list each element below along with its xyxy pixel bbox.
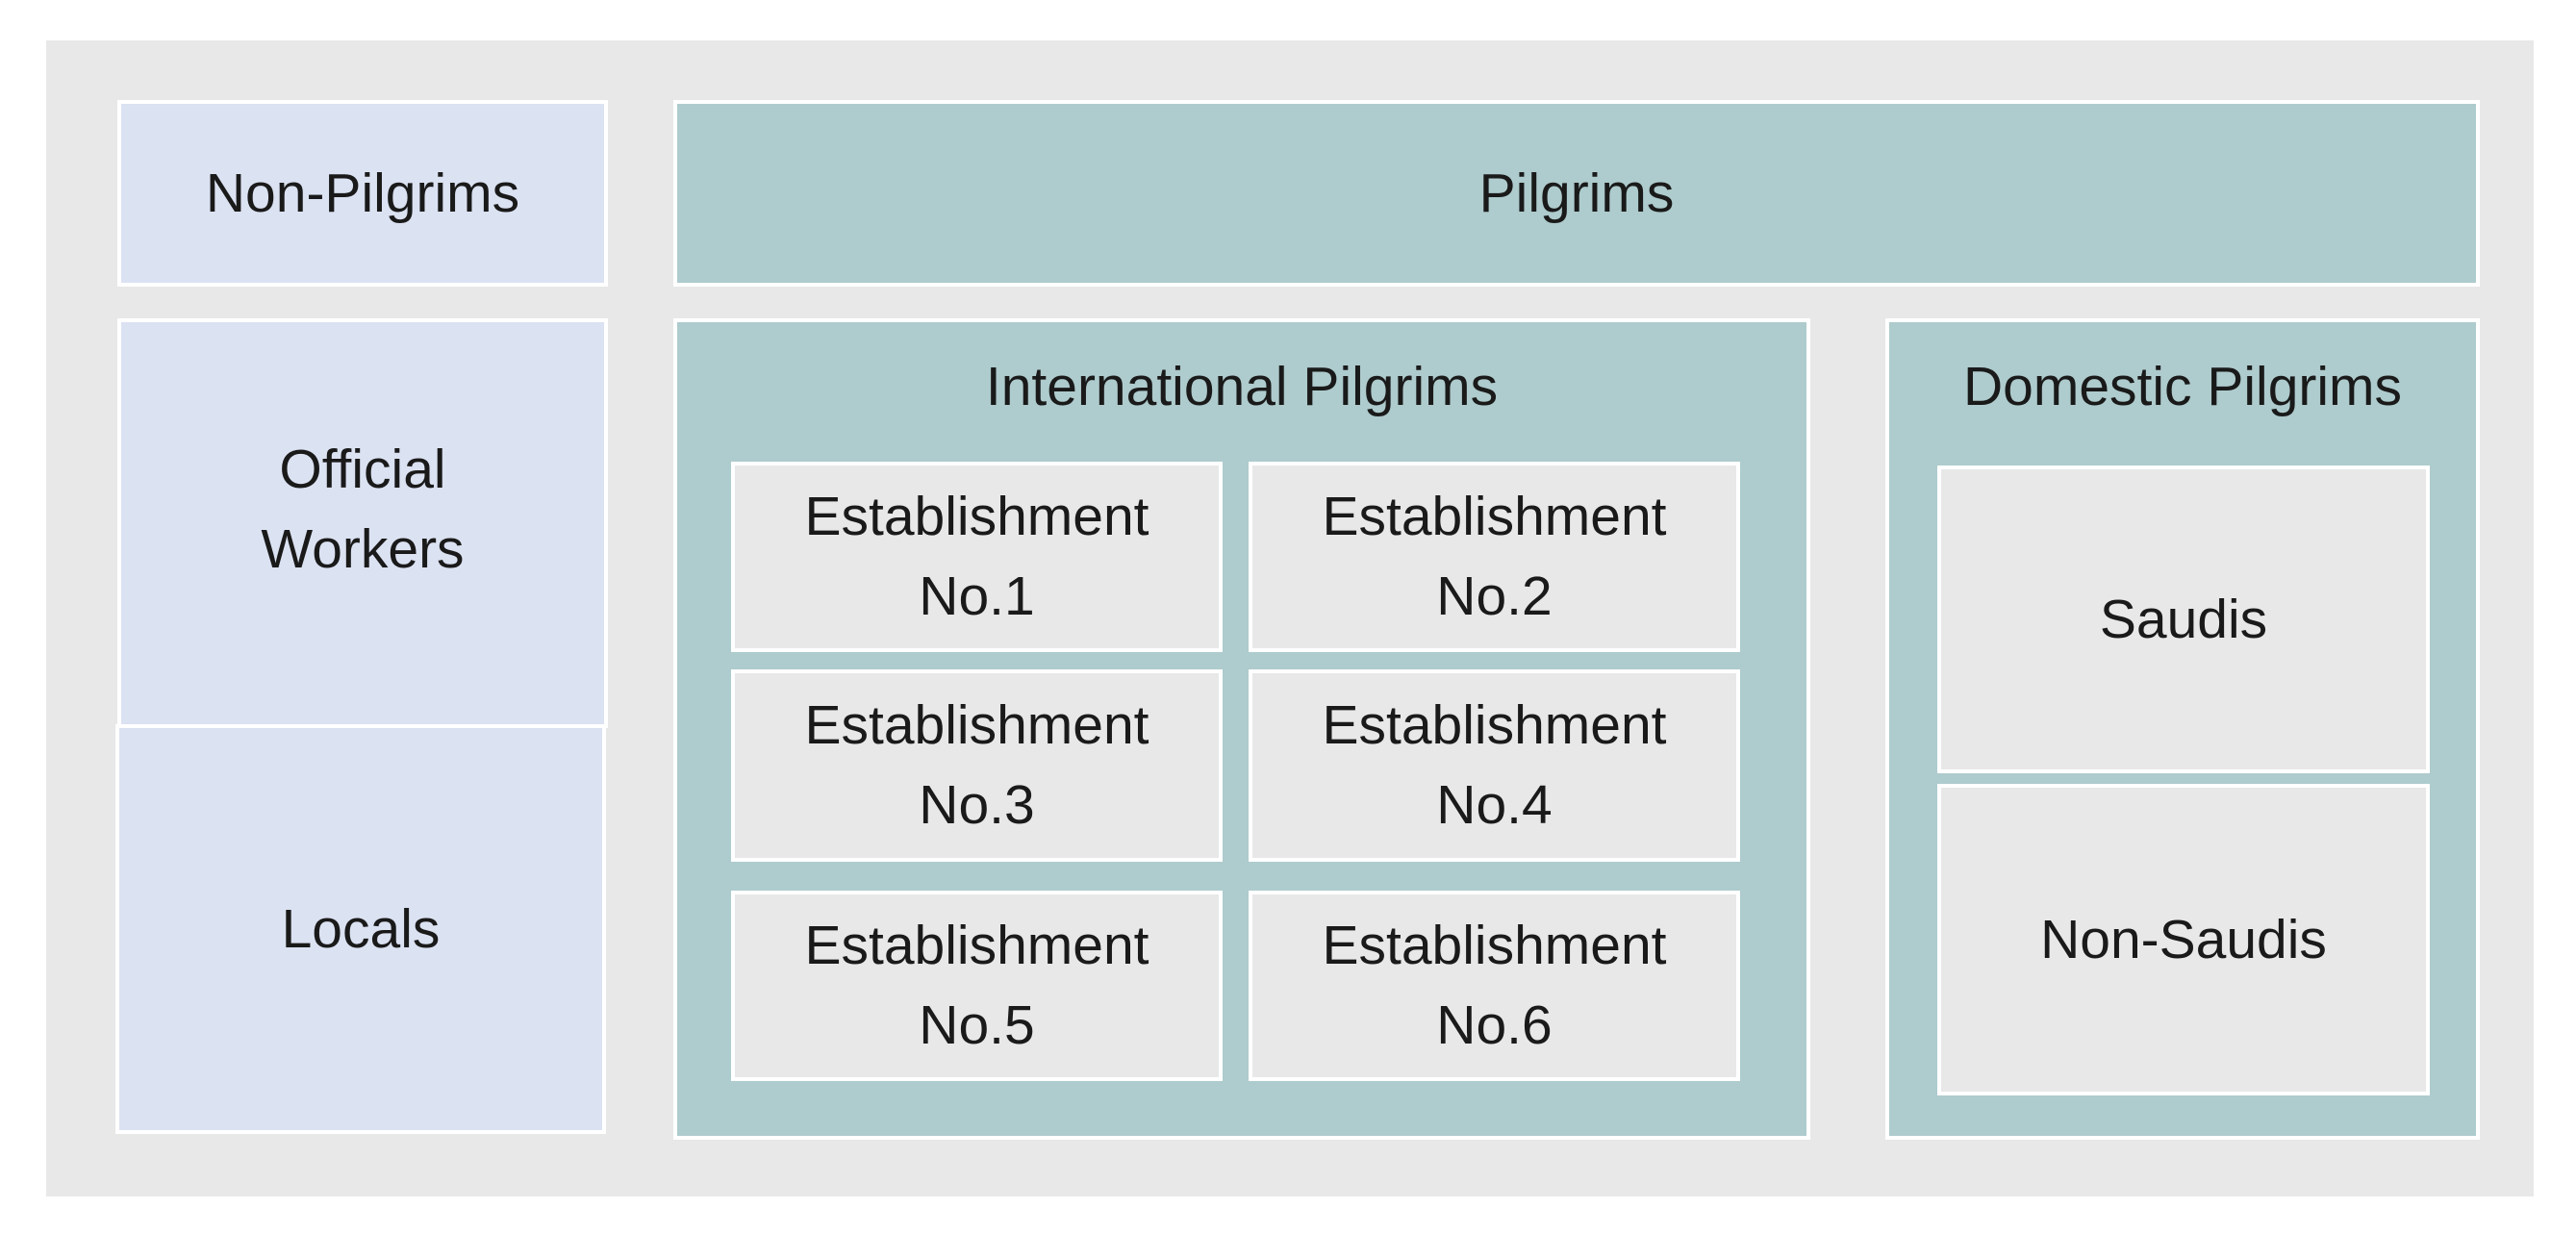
pilgrims-label: Pilgrims [1478,162,1675,224]
establishment-4-line-1: Establishment [1322,694,1667,757]
saudis-label: Saudis [2099,588,2268,650]
establishment-6-line-2: No.6 [1436,994,1553,1056]
saudis-box: Saudis [1937,466,2430,773]
establishment-6-line-1: Establishment [1322,915,1667,977]
official-workers-label: Official Workers [261,430,464,589]
establishment-3-line-2: No.3 [919,774,1035,836]
establishment-3: Establishment No.3 [731,669,1223,862]
establishment-3-line-1: Establishment [804,694,1149,757]
establishment-1: Establishment No.1 [731,462,1223,652]
locals-label: Locals [281,897,441,960]
establishment-5: Establishment No.5 [731,891,1223,1081]
establishment-2-line-1: Establishment [1322,486,1667,548]
non-saudis-box: Non-Saudis [1937,784,2430,1095]
domestic-pilgrims-title: Domestic Pilgrims [1962,356,2403,417]
establishment-2-line-2: No.2 [1436,566,1553,627]
non-saudis-label: Non-Saudis [2040,908,2327,970]
international-pilgrims-title: International Pilgrims [985,356,1499,417]
establishment-4: Establishment No.4 [1249,669,1740,862]
establishment-1-line-1: Establishment [804,486,1149,548]
locals-box: Locals [115,724,606,1134]
establishment-4-line-2: No.4 [1436,774,1553,836]
official-workers-box: Official Workers [117,318,608,728]
non-pilgrims-header: Non-Pilgrims [117,100,608,287]
non-pilgrims-label: Non-Pilgrims [205,162,520,224]
official-workers-line-1: Official [279,439,446,501]
pilgrims-header: Pilgrims [673,100,2480,287]
establishment-2: Establishment No.2 [1249,462,1740,652]
establishment-5-line-2: No.5 [919,994,1035,1056]
establishment-6: Establishment No.6 [1249,891,1740,1081]
official-workers-line-2: Workers [261,518,465,580]
establishment-5-line-1: Establishment [804,915,1149,977]
establishment-1-line-2: No.1 [919,566,1035,627]
